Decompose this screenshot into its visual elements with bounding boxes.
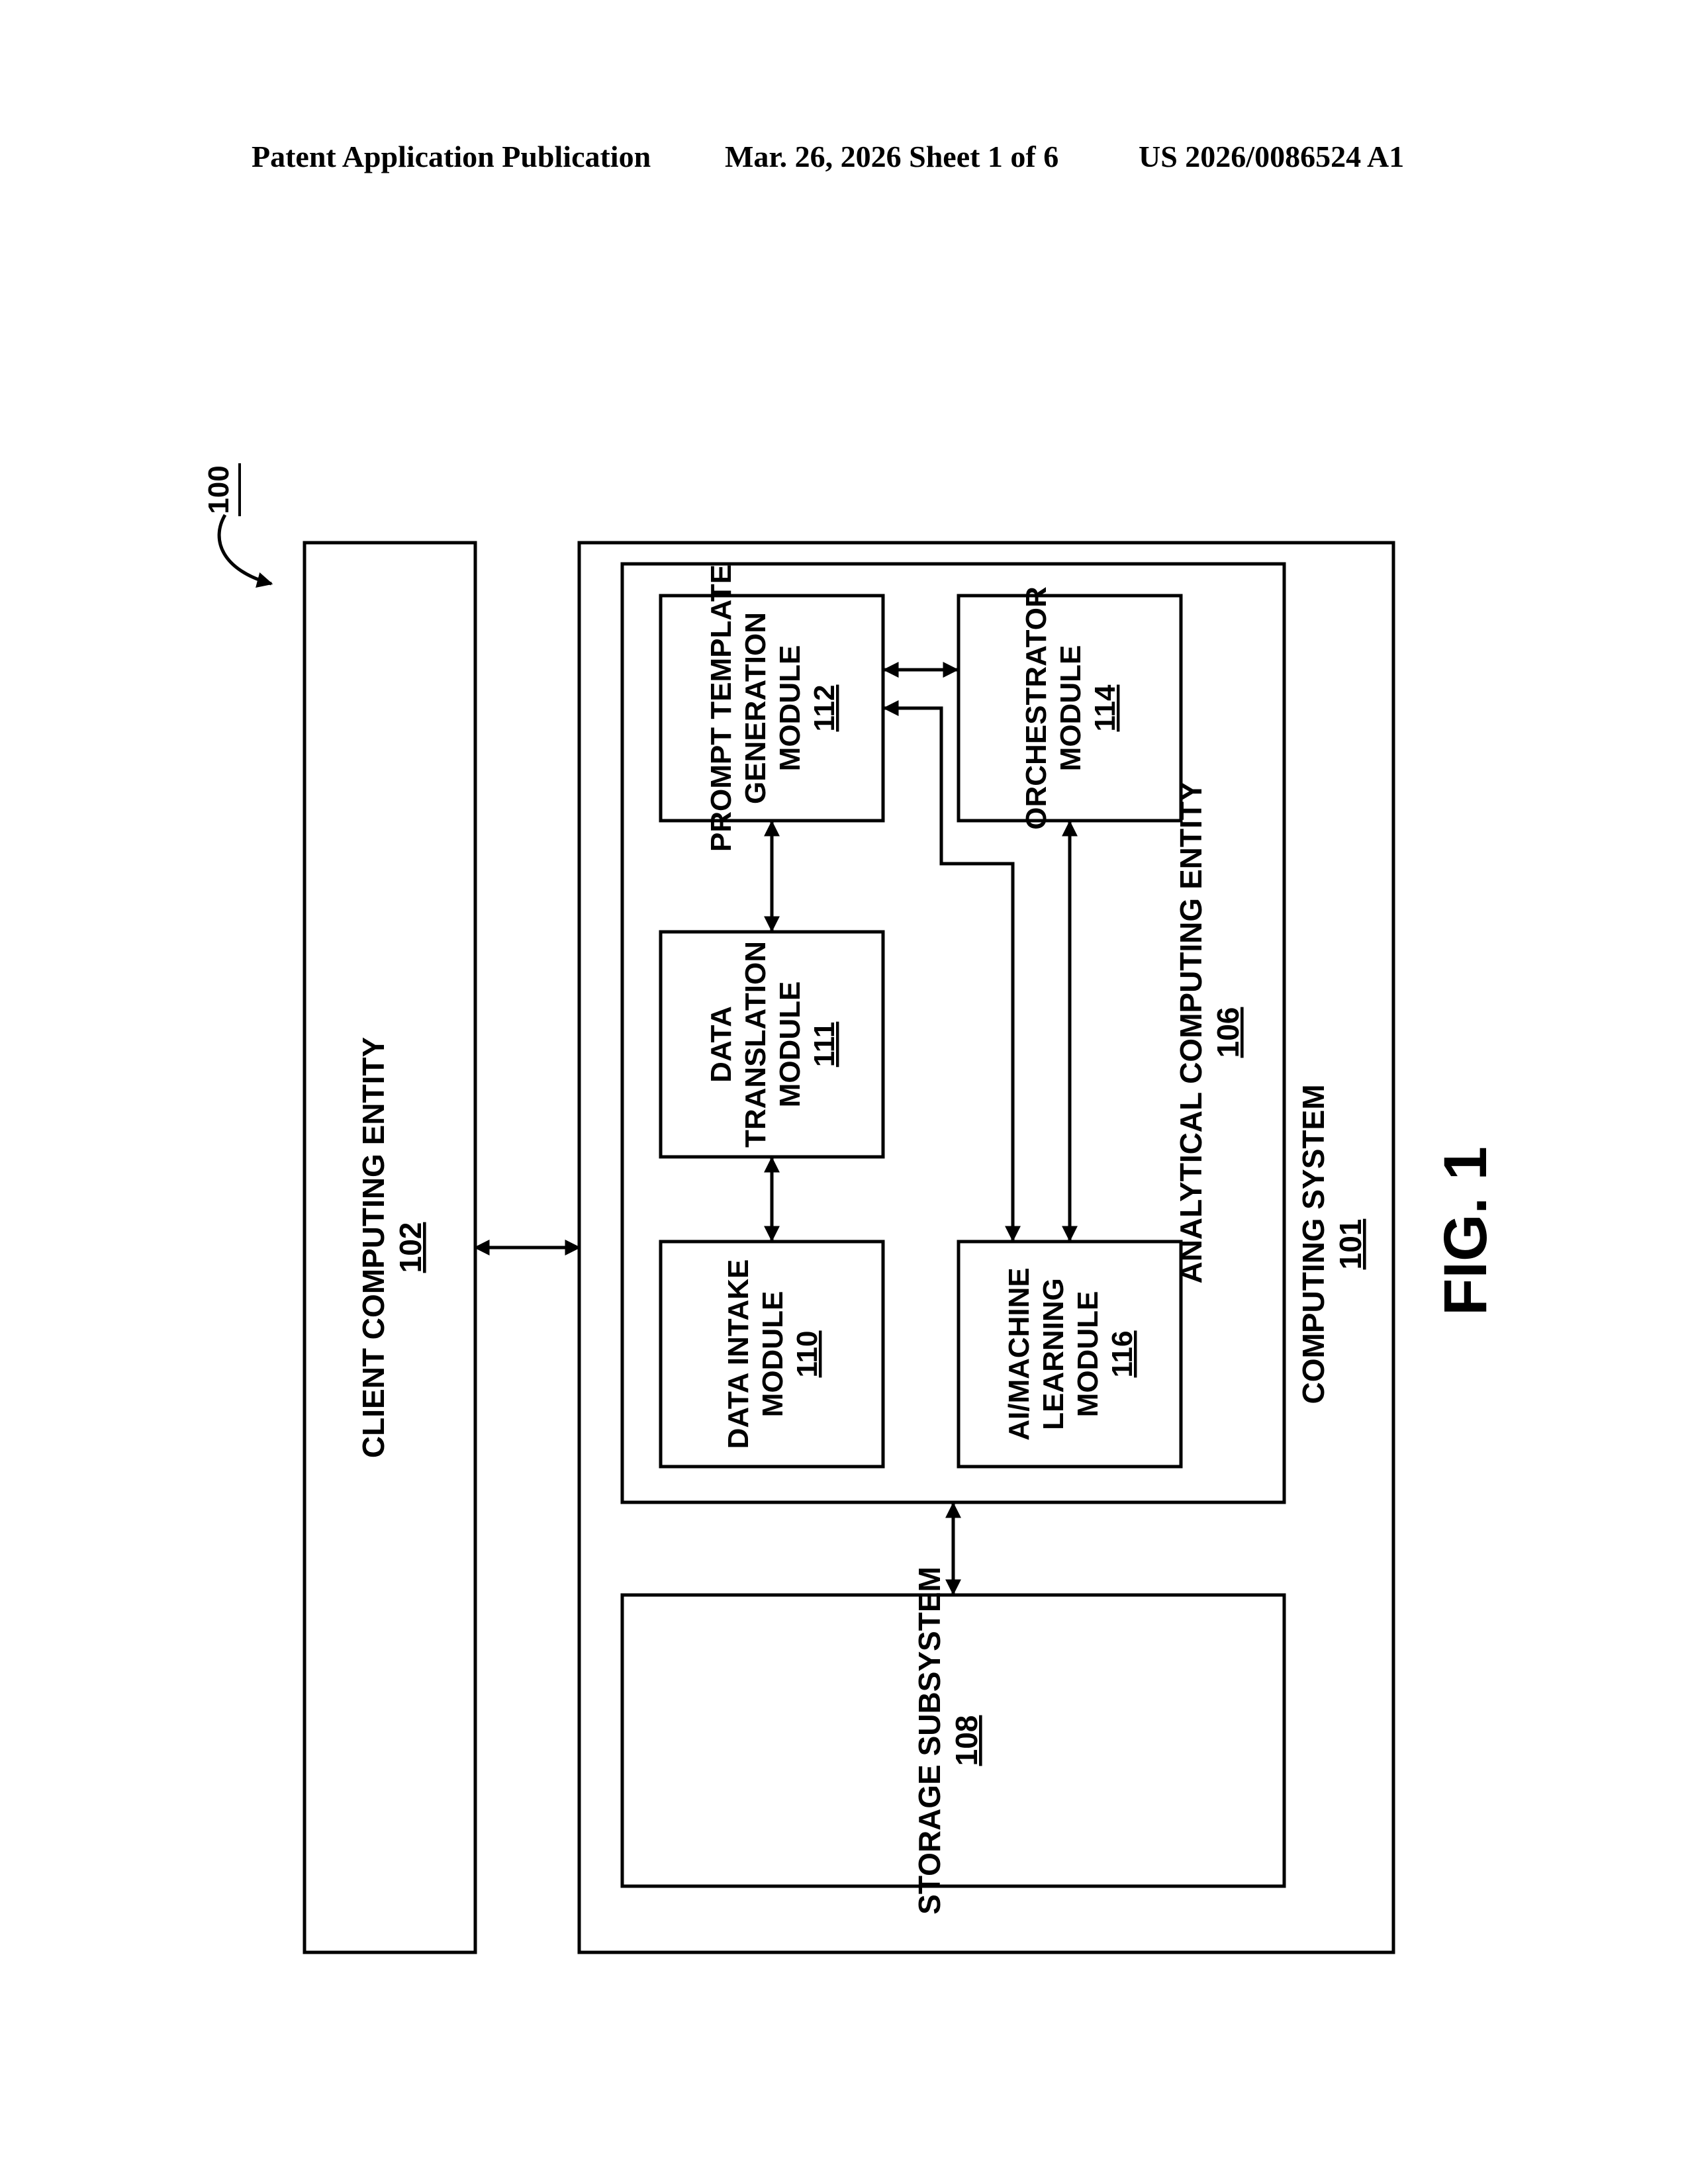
computing-system-box xyxy=(579,543,1393,1952)
data-intake-module-label: DATA INTAKE MODULE 110 xyxy=(722,1259,823,1449)
prompt-template-line2: GENERATION xyxy=(739,612,772,804)
analytical-name: ANALYTICAL COMPUTING ENTITY xyxy=(1174,781,1208,1283)
ai-ml-line3: MODULE xyxy=(1072,1291,1104,1418)
ai-machine-learning-module-box xyxy=(959,1242,1181,1467)
data-translation-ref: 111 xyxy=(808,1022,841,1068)
computing-system-ref: 101 xyxy=(1333,1219,1368,1270)
ai-ml-line2: LEARNING xyxy=(1037,1278,1070,1430)
storage-ref: 108 xyxy=(949,1715,984,1766)
orchestrator-line1: ORCHESTRATOR xyxy=(1020,586,1053,830)
storage-name: STORAGE SUBSYSTEM xyxy=(912,1567,947,1915)
orchestrator-module-label: ORCHESTRATOR MODULE 114 xyxy=(1020,586,1121,830)
prompt-template-line3: MODULE xyxy=(774,645,806,772)
computing-system-label: COMPUTING SYSTEM 101 xyxy=(1296,1084,1368,1404)
orchestrator-ref: 114 xyxy=(1089,684,1121,732)
data-intake-line2: MODULE xyxy=(757,1291,789,1418)
prompt-to-ai-ml-arrow xyxy=(884,708,1013,1240)
data-translation-line1: DATA xyxy=(705,1006,737,1083)
data-translation-line3: MODULE xyxy=(774,981,806,1108)
client-ref: 102 xyxy=(393,1222,428,1273)
computing-system-name: COMPUTING SYSTEM xyxy=(1296,1084,1331,1404)
storage-subsystem-label: STORAGE SUBSYSTEM 108 xyxy=(912,1567,984,1915)
data-intake-line1: DATA INTAKE xyxy=(722,1259,755,1449)
analytical-ref: 106 xyxy=(1211,1007,1245,1058)
prompt-template-generation-module-box xyxy=(661,596,883,821)
ai-ml-ref: 116 xyxy=(1106,1331,1139,1378)
analytical-computing-entity-label: ANALYTICAL COMPUTING ENTITY 106 xyxy=(1174,781,1245,1283)
ai-ml-line1: AI/MACHINE xyxy=(1003,1267,1035,1441)
figure-label: FIG. 1 xyxy=(1432,1146,1499,1316)
client-computing-entity-label: CLIENT COMPUTING ENTITY 102 xyxy=(356,1037,428,1458)
data-translation-module-label: DATA TRANSLATION MODULE 111 xyxy=(705,941,841,1148)
data-intake-ref: 110 xyxy=(791,1331,823,1378)
data-translation-line2: TRANSLATION xyxy=(739,941,772,1148)
client-name: CLIENT COMPUTING ENTITY xyxy=(356,1037,391,1458)
system-ref-100: 100 xyxy=(203,465,235,514)
orchestrator-line2: MODULE xyxy=(1055,645,1087,772)
data-translation-module-box xyxy=(661,932,883,1157)
prompt-template-line1: PROMPT TEMPLATE xyxy=(705,565,737,852)
prompt-template-module-label: PROMPT TEMPLATE GENERATION MODULE 112 xyxy=(705,565,841,852)
prompt-template-ref: 112 xyxy=(808,685,841,732)
ai-ml-module-label: AI/MACHINE LEARNING MODULE 116 xyxy=(1003,1267,1139,1441)
ref-100-pointer-arrow xyxy=(219,515,271,584)
